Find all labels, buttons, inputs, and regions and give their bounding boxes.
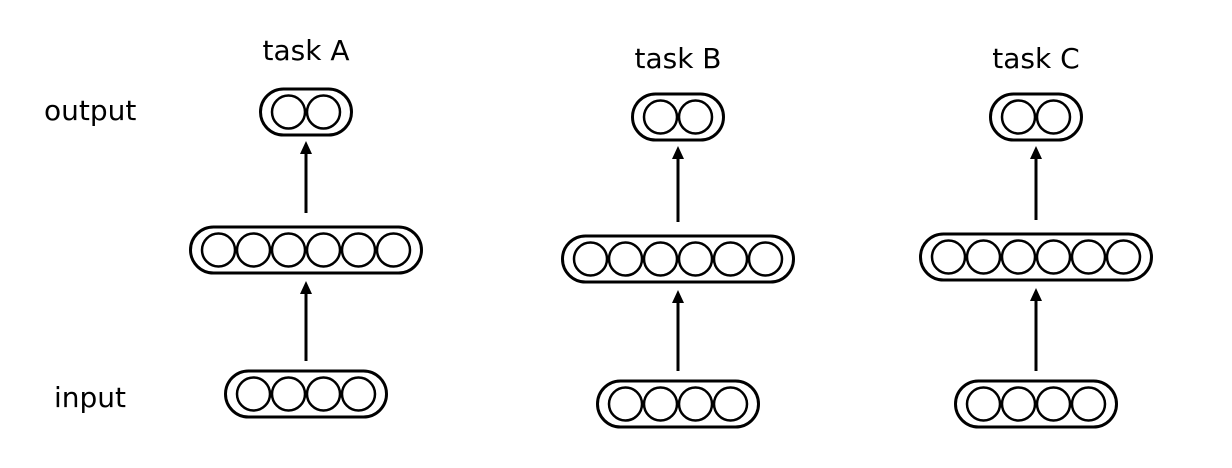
task-network-a: task A — [189, 34, 423, 419]
output-row-label: output — [44, 94, 136, 127]
neuron-unit — [1035, 386, 1072, 422]
neuron-unit — [572, 241, 609, 277]
arrow-head — [672, 290, 684, 303]
neuron-unit — [1000, 99, 1037, 135]
arrow-hidden-to-output — [672, 146, 684, 222]
neuron-unit — [1000, 239, 1037, 275]
input-row-label: input — [54, 381, 126, 414]
neuron-unit — [677, 241, 714, 277]
neuron-unit — [305, 232, 342, 268]
neuron-unit — [1070, 239, 1107, 275]
task-network-b: task B — [561, 42, 795, 429]
neuron-unit — [375, 232, 412, 268]
hidden-layer — [189, 225, 423, 275]
task-title: task C — [992, 42, 1079, 75]
neuron-unit — [340, 376, 377, 412]
arrow-head — [672, 146, 684, 159]
arrow-hidden-to-output — [1030, 146, 1042, 220]
arrow-head — [300, 141, 312, 154]
arrow-input-to-hidden — [300, 281, 312, 361]
arrow-hidden-to-output — [300, 141, 312, 213]
neuron-unit — [677, 386, 714, 422]
arrow-input-to-hidden — [672, 290, 684, 371]
arrow-head — [1030, 146, 1042, 159]
hidden-layer — [561, 234, 795, 284]
output-layer — [259, 87, 353, 137]
neuron-unit — [965, 239, 1002, 275]
neuron-unit — [965, 386, 1002, 422]
input-layer — [954, 379, 1118, 429]
neuron-unit — [642, 241, 679, 277]
input-layer — [224, 369, 388, 419]
hidden-layer — [919, 232, 1153, 282]
neuron-unit — [1035, 239, 1072, 275]
task-network-c: task C — [919, 42, 1153, 429]
neuron-unit — [642, 99, 679, 135]
neuron-unit — [270, 232, 307, 268]
neuron-unit — [642, 386, 679, 422]
input-layer — [596, 379, 760, 429]
neuron-unit — [712, 386, 749, 422]
neuron-unit — [607, 386, 644, 422]
arrow-head — [1030, 288, 1042, 301]
neuron-unit — [270, 94, 307, 130]
arrow-head — [300, 281, 312, 294]
neuron-unit — [677, 99, 714, 135]
neuron-unit — [200, 232, 237, 268]
neuron-unit — [930, 239, 967, 275]
neuron-unit — [305, 376, 342, 412]
neuron-unit — [270, 376, 307, 412]
task-title: task B — [634, 42, 721, 75]
arrow-input-to-hidden — [1030, 288, 1042, 371]
neuron-unit — [607, 241, 644, 277]
neuron-unit — [305, 94, 342, 130]
neuron-unit — [1070, 386, 1107, 422]
neuron-unit — [712, 241, 749, 277]
neuron-unit — [1105, 239, 1142, 275]
tasks-layer: task A task B task C — [189, 34, 1153, 429]
output-layer — [989, 92, 1083, 142]
task-title: task A — [263, 34, 350, 67]
neuron-unit — [235, 376, 272, 412]
output-layer — [631, 92, 725, 142]
neuron-unit — [235, 232, 272, 268]
neuron-unit — [340, 232, 377, 268]
neuron-unit — [747, 241, 784, 277]
neuron-unit — [1035, 99, 1072, 135]
neuron-unit — [1000, 386, 1037, 422]
